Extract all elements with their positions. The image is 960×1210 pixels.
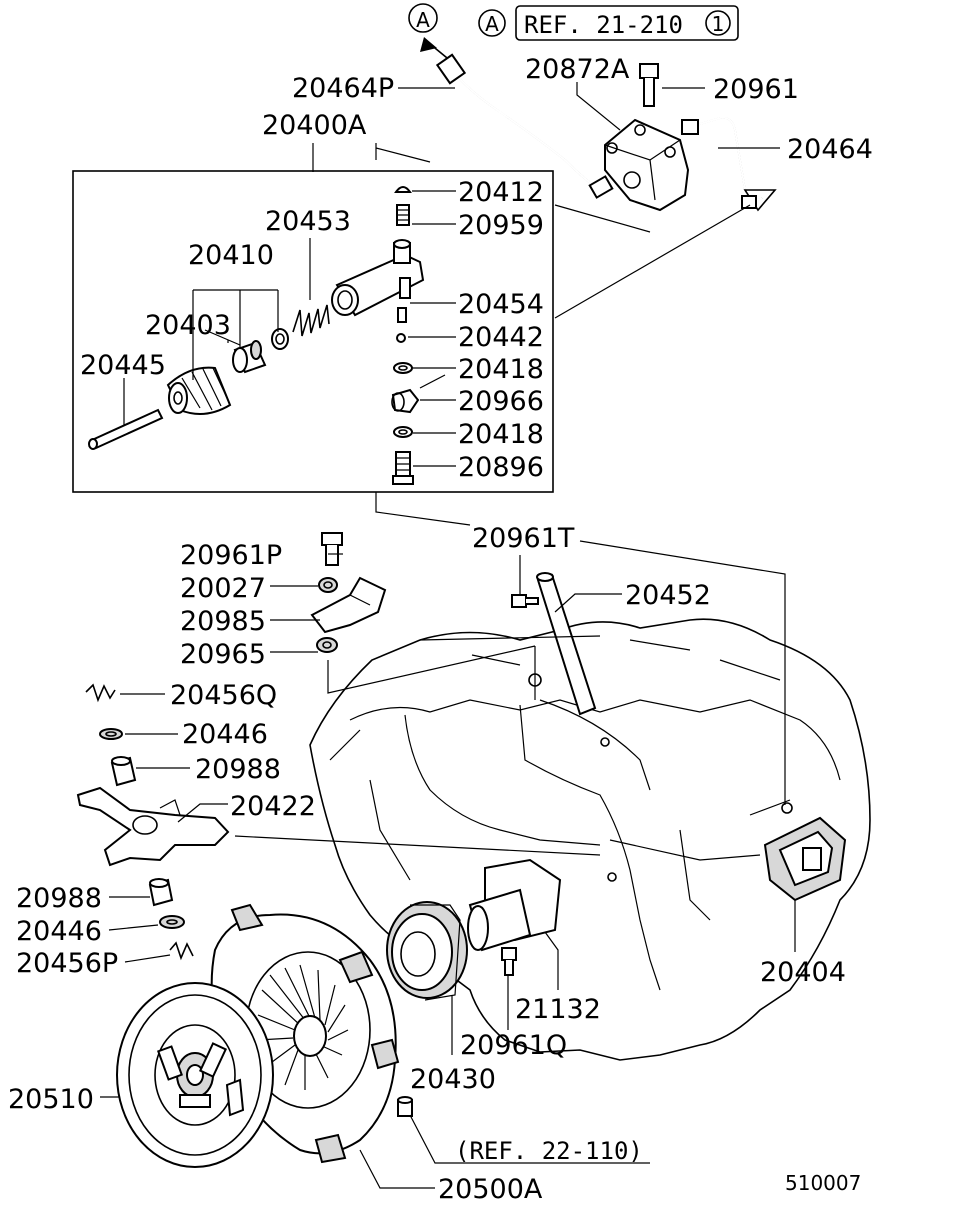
label-20412: 20412: [458, 177, 544, 208]
release-linkage-parts: [76, 532, 539, 961]
label-20400A: 20400A: [262, 110, 367, 141]
clutch-pipe-assembly: [435, 53, 777, 212]
label-20961T: 20961T: [472, 523, 575, 554]
label-21132: 21132: [515, 994, 601, 1025]
ref-circle-number: 1: [712, 12, 725, 36]
label-20027: 20027: [180, 573, 266, 604]
label-20500A: 20500A: [438, 1174, 543, 1205]
leader-lines-box: [123, 190, 471, 526]
label-20464: 20464: [787, 134, 873, 165]
label-20422: 20422: [230, 791, 316, 822]
label-20961Q: 20961Q: [460, 1030, 567, 1061]
transaxle-housing: [309, 572, 871, 1061]
arrow-marker-a: A: [416, 8, 430, 32]
label-20961: 20961: [713, 74, 799, 105]
label-20510: 20510: [8, 1084, 94, 1115]
label-20445: 20445: [80, 350, 166, 381]
drawing-number: 510007: [785, 1171, 861, 1195]
ref-text: REF. 21-210: [524, 11, 683, 39]
label-20403: 20403: [145, 310, 231, 341]
ref-marker-a: A: [485, 12, 499, 36]
label-20454: 20454: [458, 289, 544, 320]
slave-cylinder-kit-box: [72, 170, 554, 493]
clutch-cover-and-disc: [116, 903, 413, 1168]
label-20959: 20959: [458, 210, 544, 241]
label-20464P: 20464P: [292, 73, 394, 104]
label-20872A: 20872A: [525, 54, 630, 85]
label-20418-b: 20418: [458, 419, 544, 450]
label-20446-b: 20446: [16, 916, 102, 947]
label-20456Q: 20456Q: [170, 680, 277, 711]
label-20453: 20453: [265, 206, 351, 237]
label-20965: 20965: [180, 639, 266, 670]
label-20896: 20896: [458, 452, 544, 483]
label-20418-a: 20418: [458, 354, 544, 385]
label-20988-b: 20988: [16, 883, 102, 914]
label-20988-a: 20988: [195, 754, 281, 785]
label-ref-22-110: (REF. 22-110): [455, 1137, 643, 1165]
label-20985: 20985: [180, 606, 266, 637]
part-labels: 20464P 20872A 20961 20464 20400A 20412 2…: [8, 54, 873, 1205]
label-20456P: 20456P: [16, 948, 118, 979]
leader-lines-top: [312, 82, 780, 319]
label-20966: 20966: [458, 386, 544, 417]
ref-box: [515, 5, 739, 41]
slave-cylinder-parts: [88, 186, 425, 485]
label-20430: 20430: [410, 1064, 496, 1095]
leader-lines-bottom: [100, 540, 796, 1189]
label-20446-a: 20446: [182, 719, 268, 750]
label-20452: 20452: [625, 580, 711, 611]
direction-arrow-icon: [420, 37, 437, 52]
label-20404: 20404: [760, 957, 846, 988]
label-20442: 20442: [458, 322, 544, 353]
label-20961P: 20961P: [180, 540, 282, 571]
label-20410: 20410: [188, 240, 274, 271]
